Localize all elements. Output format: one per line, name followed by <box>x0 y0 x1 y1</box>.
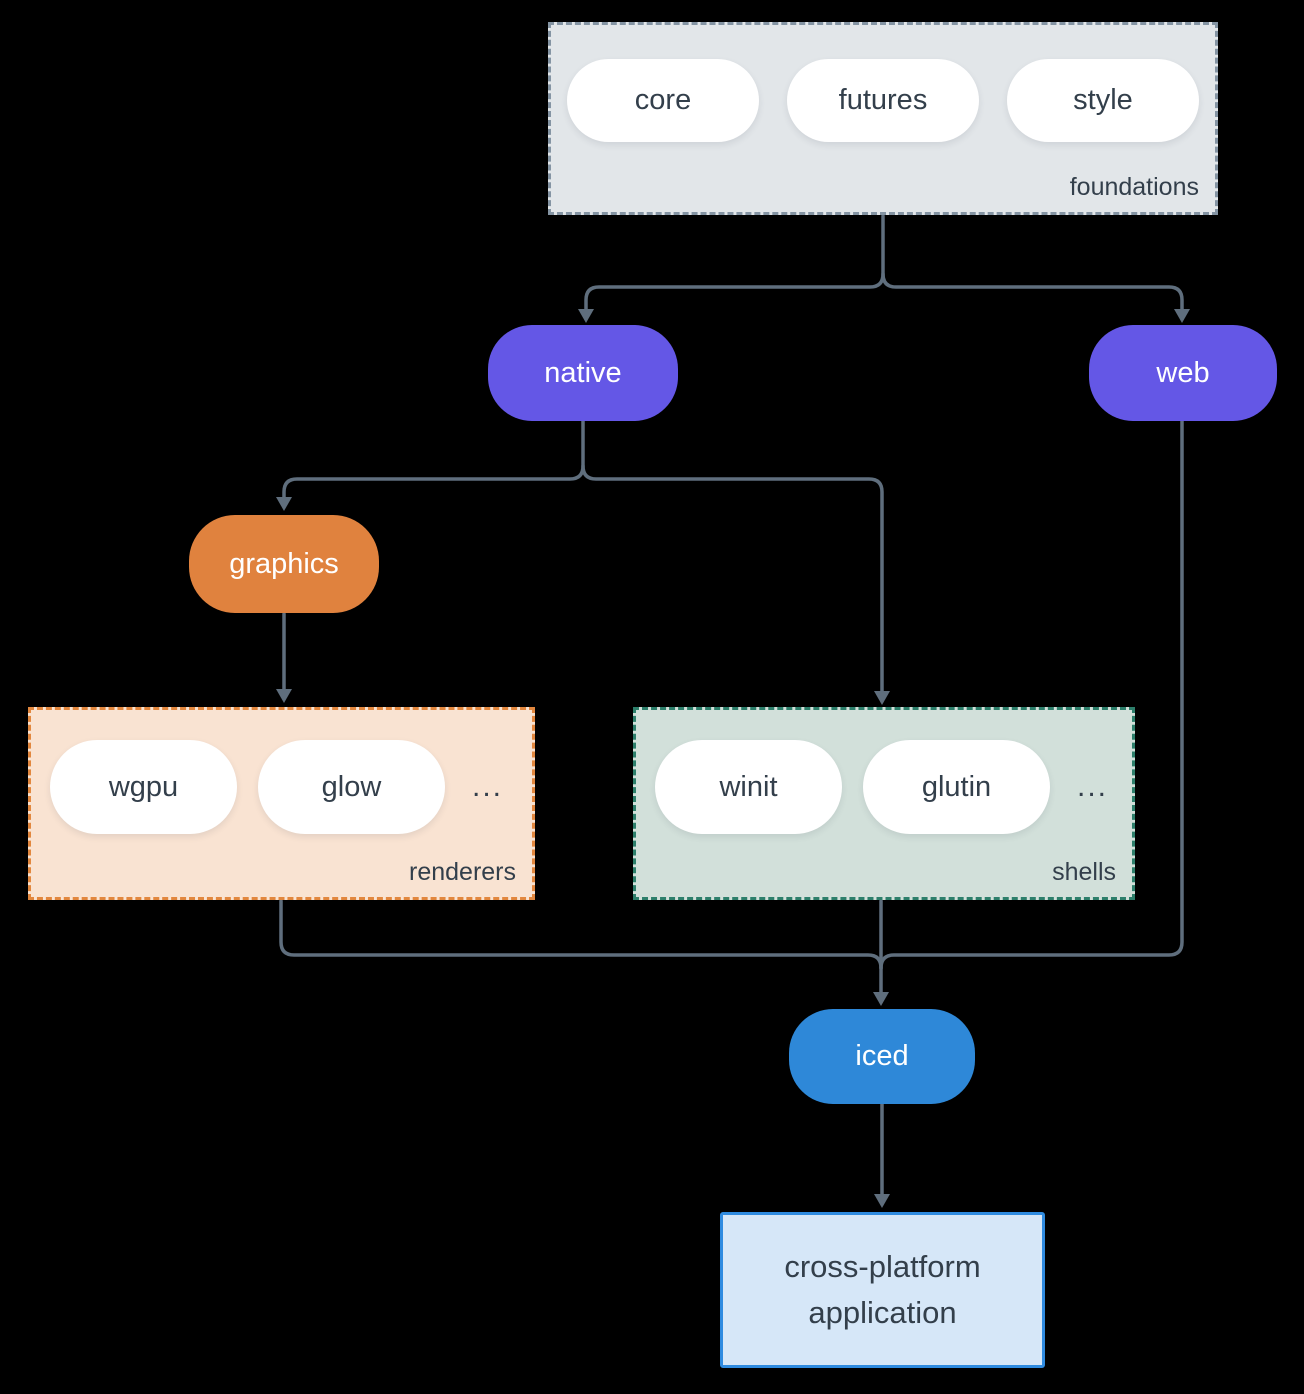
group-foundations: core futures style foundations <box>548 22 1218 215</box>
node-native: native <box>488 325 678 421</box>
group-shells-label: shells <box>1052 858 1116 886</box>
group-foundations-label: foundations <box>1069 173 1199 201</box>
app-label-line2: application <box>808 1295 957 1330</box>
arrowhead-web <box>1174 309 1190 323</box>
node-web: web <box>1089 325 1277 421</box>
node-futures: futures <box>787 59 979 142</box>
node-winit: winit <box>655 740 842 834</box>
foundations-pill-row: core futures style <box>551 59 1215 142</box>
app-label-line1: cross-platform <box>784 1248 981 1284</box>
group-renderers: wgpu glow ... renderers <box>28 707 535 900</box>
group-renderers-label: renderers <box>409 858 516 886</box>
node-iced: iced <box>789 1009 975 1104</box>
node-graphics: graphics <box>189 515 379 613</box>
edge-renderers-iced <box>279 899 883 970</box>
arrowhead-iced <box>873 992 889 1006</box>
edge-native-shells <box>581 464 884 695</box>
arrowhead-graphics <box>276 497 292 511</box>
node-style: style <box>1007 59 1199 142</box>
arrowhead-app <box>874 1194 890 1208</box>
group-shells: winit glutin ... shells <box>633 707 1135 900</box>
node-cross-platform-application: cross-platform application <box>720 1212 1045 1368</box>
node-wgpu: wgpu <box>50 740 237 834</box>
node-glutin: glutin <box>863 740 1050 834</box>
renderers-pill-row: wgpu glow ... <box>31 740 532 834</box>
edge-foundations-native <box>584 214 885 313</box>
arrowhead-renderers <box>276 689 292 703</box>
node-core: core <box>567 59 759 142</box>
shells-ellipsis: ... <box>1077 770 1109 803</box>
shells-pill-row: winit glutin ... <box>636 740 1132 834</box>
arrowhead-shells <box>874 691 890 705</box>
arrowhead-native <box>578 309 594 323</box>
renderers-ellipsis: ... <box>472 770 504 803</box>
node-glow: glow <box>258 740 445 834</box>
edge-native-graphics <box>282 419 585 501</box>
edge-foundations-web <box>881 272 1184 313</box>
